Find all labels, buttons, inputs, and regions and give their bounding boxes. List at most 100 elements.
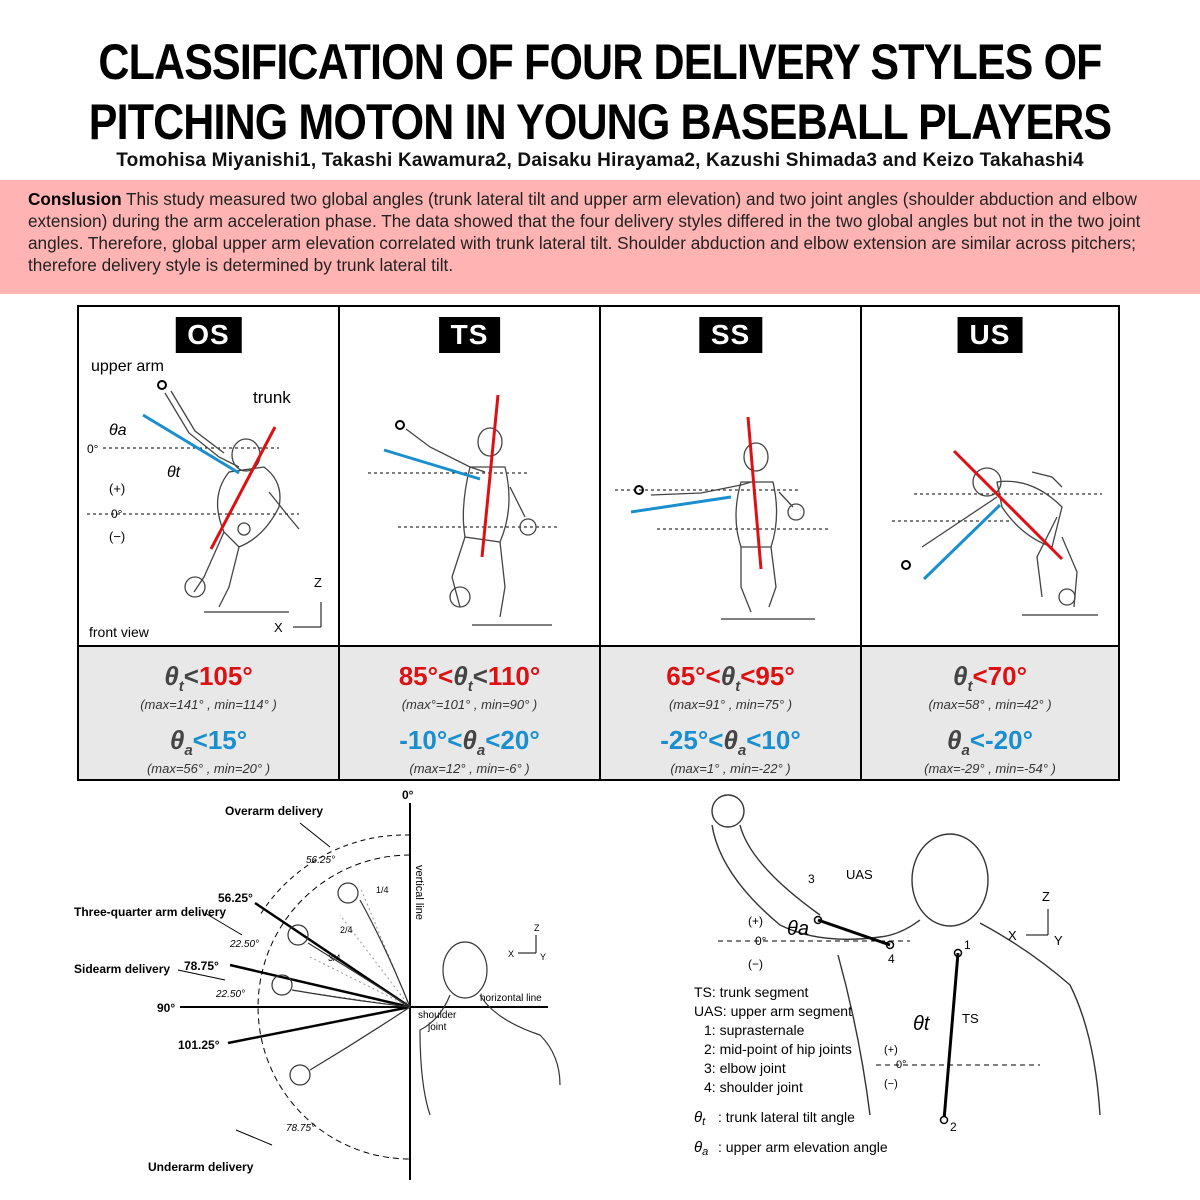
conclusion-label: Conslusion xyxy=(28,189,122,209)
panel-us-angles: θt<70° (max=58° , min=42° ) θa<-20° (max… xyxy=(862,647,1118,779)
theta-a-range: θa<-20° xyxy=(946,725,1033,760)
panel-ts: TS xyxy=(340,307,601,779)
theta-a-stats: (max=-29° , min=-54° ) xyxy=(924,761,1056,776)
sidearm-label: Sidearm delivery xyxy=(74,962,170,976)
overarm-label: Overarm delivery xyxy=(225,804,323,818)
trunk-label: trunk xyxy=(253,388,291,407)
trunk-line xyxy=(952,449,1064,561)
theta-a-stats: (max=12° , min=-6° ) xyxy=(409,761,530,776)
uas-label: UAS xyxy=(846,867,873,882)
legend-item: UAS: upper arm segment xyxy=(694,1003,852,1019)
upper-arm-label: upper arm xyxy=(91,358,164,375)
vertical-line-label: vertical line xyxy=(413,865,425,920)
zero-label-2: 0° xyxy=(896,1059,907,1071)
angle-2250-small: 22.50° xyxy=(229,939,259,950)
zero-label-1: 0° xyxy=(87,442,99,456)
panel-us-figure: US xyxy=(862,307,1118,647)
quarter-2-label: 2/4 xyxy=(340,925,353,935)
angle-5625-small: 56.25° xyxy=(306,855,335,866)
point-3: 3 xyxy=(808,872,815,886)
theta-a-range: -10°<θa<20° xyxy=(399,725,540,760)
panel-ss-figure: SS xyxy=(601,307,860,647)
theta-a-label: θa xyxy=(109,422,127,439)
point-1: 1 xyxy=(964,938,971,952)
theta-t-label: θt xyxy=(167,464,181,481)
zero-deg-label: 0° xyxy=(402,788,414,802)
theta-a-stats: (max=1° , min=-22° ) xyxy=(670,761,791,776)
panel-ss: SS 65°<θt<95 xyxy=(601,307,862,779)
theta-a-range: θa<15° xyxy=(169,725,248,760)
theta-t-legend: : trunk lateral tilt angle xyxy=(718,1109,855,1125)
panel-os: OS upper arm trunk θa 0° θt (+) 0° (−) xyxy=(79,307,340,779)
theta-t-range: 65°<θt<95° xyxy=(666,661,795,696)
y-small: Y xyxy=(540,952,546,962)
theta-a-stats: (max=56° , min=20° ) xyxy=(146,761,271,776)
legend-item: 3: elbow joint xyxy=(704,1060,786,1076)
theta-t-range: 85°<θt<110° xyxy=(398,661,541,696)
theta-t-stats: (max=91° , min=75° ) xyxy=(668,697,793,712)
theta-a-legend-symbol: θa xyxy=(694,1139,708,1158)
authors: Tomohisa Miyanishi1, Takashi Kawamura2, … xyxy=(116,150,1084,171)
os-figure-svg: upper arm trunk θa 0° θt (+) 0° (−) xyxy=(87,358,322,640)
angle-2250b-small: 22.50° xyxy=(215,989,245,1000)
ts-figure-svg xyxy=(368,394,560,626)
theta-t-max: 105° xyxy=(198,661,253,691)
plus-label-2: (+) xyxy=(884,1044,898,1056)
arm-line xyxy=(142,413,240,475)
legend-item: 4: shoulder joint xyxy=(704,1079,803,1095)
conclusion-text: This study measured two global angles (t… xyxy=(28,189,1141,275)
z-label: Z xyxy=(1042,889,1050,904)
front-view-label: front view xyxy=(89,624,150,640)
panel-tag: OS xyxy=(175,317,242,353)
panel-tag: TS xyxy=(438,317,501,353)
theta-t-stats: (max°=101° , min=90° ) xyxy=(401,697,538,712)
arm-line xyxy=(383,448,481,481)
theta-a-legend: : upper arm elevation angle xyxy=(718,1139,888,1155)
joint-label: joint xyxy=(427,1022,447,1033)
angle-7875-small: 78.75° xyxy=(286,1123,315,1134)
zero-label: 0° xyxy=(755,934,767,948)
three-quarter-label: Three-quarter arm delivery xyxy=(74,905,226,919)
legend-item: 1: suprasternale xyxy=(704,1022,805,1038)
legend-item: TS: trunk segment xyxy=(694,984,808,1000)
theta-t-max: 110° xyxy=(487,661,541,691)
point-2: 2 xyxy=(950,1120,957,1134)
minus-label: (−) xyxy=(109,529,125,544)
panel-ts-figure: TS xyxy=(340,307,599,647)
title-line-1: CLASSIFICATION OF FOUR DELIVERY STYLES O… xyxy=(98,34,1102,90)
theta-t-stats: (max=58° , min=42° ) xyxy=(928,697,1052,712)
ninety-label: 90° xyxy=(157,1001,175,1015)
minus-label-2: (−) xyxy=(884,1078,898,1090)
theta-t-stats: (max=141° , min=114° ) xyxy=(140,697,277,712)
underarm-label: Underarm delivery xyxy=(148,1160,254,1174)
trunk-line xyxy=(746,416,763,570)
arm-line xyxy=(630,495,732,514)
trunk-line xyxy=(480,394,500,558)
panel-os-figure: OS upper arm trunk θa 0° θt (+) 0° (−) xyxy=(79,307,338,647)
delivery-angle-diagram: 0° vertical line Overarm delivery 56.25°… xyxy=(74,788,561,1180)
theta-t-range: θt<105° xyxy=(164,661,253,696)
panel-ts-angles: 85°<θt<110° (max°=101° , min=90° ) -10°<… xyxy=(340,647,599,779)
z-axis-label: Z xyxy=(314,575,322,590)
angle-7875-label: 78.75° xyxy=(184,959,219,973)
conclusion-box: Conslusion This study measured two globa… xyxy=(0,180,1200,294)
theta-a-range: -25°<θa<10° xyxy=(660,725,801,760)
angle-10125-label: 101.25° xyxy=(178,1038,220,1052)
minus-label: (−) xyxy=(748,957,763,971)
panel-tag: US xyxy=(957,317,1023,353)
angle-5625-label: 56.25° xyxy=(218,891,253,905)
y-label: Y xyxy=(1054,933,1063,948)
panel-tag: SS xyxy=(698,317,763,353)
z-small: Z xyxy=(534,923,540,933)
point-4: 4 xyxy=(888,952,895,966)
panel-us: US θt<70° xyxy=(862,307,1118,779)
zero-label-2: 0° xyxy=(111,507,123,521)
trunk-line xyxy=(209,426,277,550)
us-figure-svg xyxy=(892,449,1102,616)
x-small: X xyxy=(508,949,514,959)
ss-figure-svg xyxy=(615,416,831,620)
theta-t-legend-symbol: θt xyxy=(694,1109,706,1128)
title-line-2: PITCHING MOTON IN YOUNG BASEBALL PLAYERS xyxy=(88,94,1112,150)
legend-item: 2: mid-point of hip joints xyxy=(704,1041,852,1057)
x-axis-label: X xyxy=(274,620,283,635)
